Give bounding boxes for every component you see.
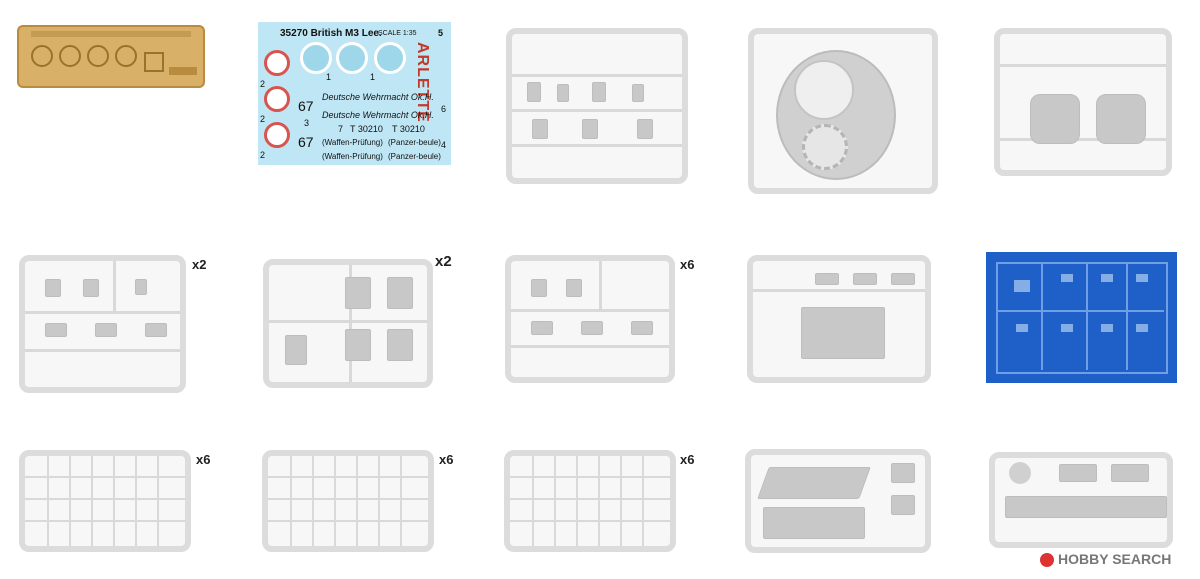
decal-num: 2	[260, 114, 266, 124]
decal-text: T 30210	[392, 124, 425, 134]
pe-ring	[87, 45, 109, 67]
decal-num: 5	[438, 28, 444, 38]
sprue-parts	[989, 452, 1173, 548]
sprue-track-links	[262, 450, 434, 552]
sprue-parts	[19, 255, 186, 393]
pe-ring	[31, 45, 53, 67]
sprue-parts	[506, 28, 688, 184]
blue-sprue	[986, 252, 1177, 383]
multiplier-label: x2	[435, 253, 452, 270]
multiplier-label: x6	[439, 452, 454, 467]
decal-num: 4	[441, 140, 447, 150]
decal-num: 2	[260, 79, 266, 89]
decal-num: 1	[370, 72, 376, 82]
turret-hatch	[794, 60, 854, 120]
round-part	[1009, 462, 1031, 484]
decal-text: (Panzer-beule)	[388, 152, 441, 161]
decal-number-67: 67	[298, 98, 314, 114]
sprue-parts	[747, 255, 931, 383]
decal-text: T 30210	[350, 124, 383, 134]
roundel	[264, 50, 290, 76]
sprue-track-links	[504, 450, 676, 552]
photo-etch-fret	[17, 25, 205, 88]
decal-num: 1	[326, 72, 332, 82]
roundel	[336, 42, 368, 74]
decal-text: (Waffen-Prüfung)	[322, 138, 383, 147]
roundel	[264, 86, 290, 112]
decal-num: 7	[338, 124, 344, 134]
sprue-parts	[263, 259, 433, 388]
roundel	[374, 42, 406, 74]
pe-strip	[169, 67, 197, 75]
pe-ring	[59, 45, 81, 67]
hobby-search-watermark: HOBBY SEARCH	[1040, 551, 1172, 568]
pe-ring	[115, 45, 137, 67]
pe-strip	[31, 31, 191, 37]
decal-num: 6	[441, 104, 447, 114]
hobby-search-logo-icon	[1040, 553, 1054, 568]
sprue-track-links	[19, 450, 191, 552]
decal-text: (Waffen-Prüfung)	[322, 152, 383, 161]
pe-square	[144, 52, 164, 72]
multiplier-label: x6	[680, 452, 695, 467]
multiplier-label: x6	[196, 452, 211, 467]
decal-text: Deutsche Wehrmacht Ok.H.	[322, 92, 434, 102]
multiplier-label: x2	[192, 257, 207, 272]
sprue-parts	[505, 255, 675, 383]
decal-text: (Panzer-beule)	[388, 138, 441, 147]
watermark-text: HOBBY SEARCH	[1058, 551, 1172, 567]
roundel	[300, 42, 332, 74]
sprue-parts	[994, 28, 1172, 176]
roundel	[264, 122, 290, 148]
decal-sheet: 35270 British M3 Lee. SCALE 1:35 5 ARLET…	[258, 22, 451, 165]
decal-title: 35270 British M3 Lee.	[280, 28, 382, 39]
decal-text: Deutsche Wehrmacht Ok.H.	[322, 110, 434, 120]
decal-arlette: ARLETTE	[414, 42, 431, 123]
sprue-turret	[748, 28, 938, 194]
decal-scale: SCALE 1:35	[378, 30, 417, 37]
decal-num: 2	[260, 150, 266, 160]
multiplier-label: x6	[680, 257, 695, 272]
turret-ring	[802, 124, 848, 170]
decal-num: 3	[304, 118, 310, 128]
sprue-parts	[745, 449, 931, 553]
decal-number-67: 67	[298, 134, 314, 150]
